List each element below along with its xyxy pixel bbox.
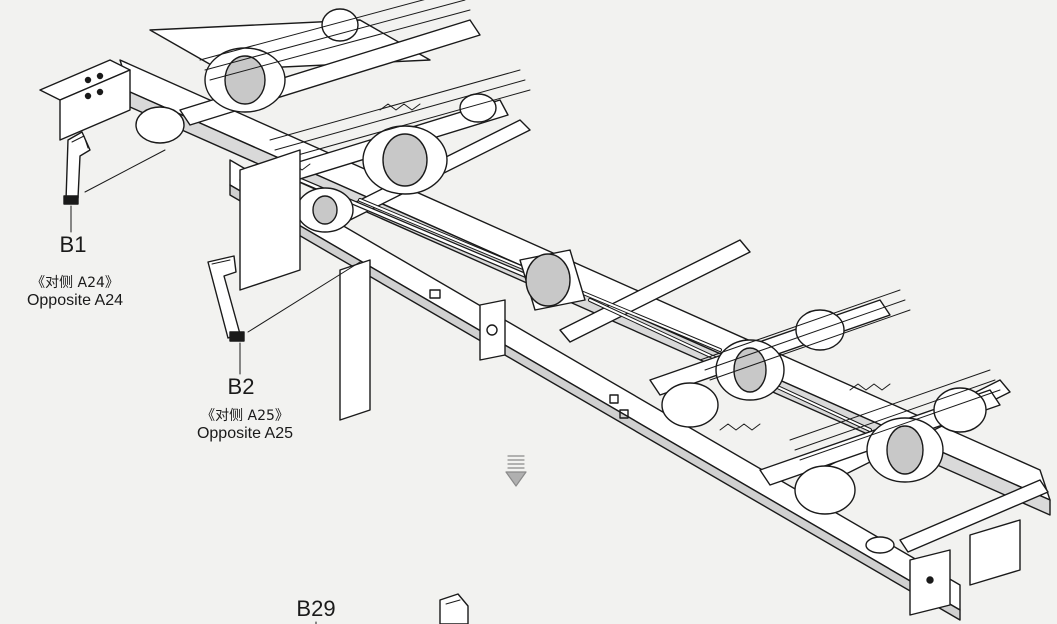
front-bracket	[39, 59, 131, 141]
part-b29-drawing	[315, 593, 469, 624]
opposite-part-cn-b2: 《对侧 A25》	[201, 408, 289, 424]
callout-b1: B1	[28, 232, 118, 258]
frame-rails	[119, 19, 1051, 621]
callout-b2-sub: 《对侧 A25》 Opposite A25	[170, 405, 320, 443]
callout-b2: B2	[196, 374, 286, 400]
center-hardware	[239, 149, 629, 421]
callout-b1-sub: 《对侧 A24》 Opposite A24	[0, 272, 150, 310]
part-number-b29: B29	[296, 596, 336, 621]
rear-end	[865, 519, 1021, 616]
opposite-part-en-b2: Opposite A25	[196, 425, 294, 442]
rear-axle-group	[649, 289, 1001, 515]
part-b1-drawing	[63, 131, 166, 233]
front-axle-group	[135, 0, 531, 233]
callout-b29: B29	[276, 596, 356, 622]
opposite-part-cn-b1: 《对侧 A24》	[31, 275, 119, 291]
part-b2-drawing	[207, 255, 361, 375]
opposite-part-en-b1: Opposite A24	[26, 292, 124, 309]
part-number-b2: B2	[227, 374, 255, 399]
step-down-arrow-icon	[505, 455, 527, 487]
part-number-b1: B1	[59, 232, 87, 257]
